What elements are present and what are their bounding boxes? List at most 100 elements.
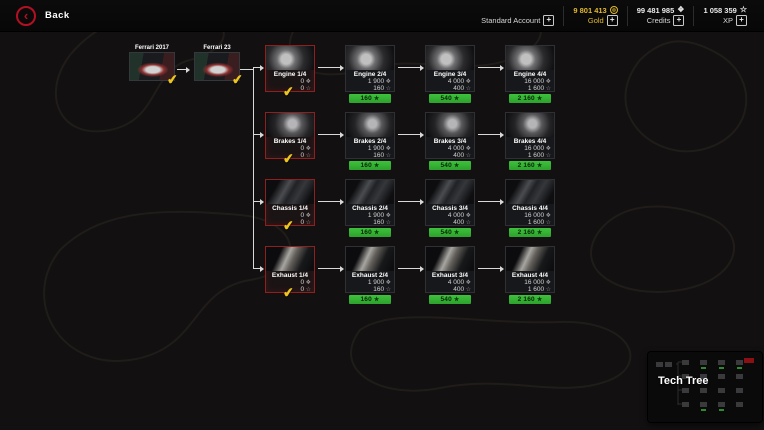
upgrade-cost-badge[interactable]: 160 ★ [349,94,391,103]
star-icon: ☆ [305,286,311,293]
connector-arrow [253,198,264,205]
upgrade-cost-badge[interactable]: 2 160 ★ [509,228,551,237]
upgrade-cost-badge[interactable]: 2 160 ★ [509,94,551,103]
part-thumbnail [346,46,394,70]
upgrade-cost-badge[interactable]: 160 ★ [349,295,391,304]
connector-arrow [398,64,424,71]
upgrade-label: Engine 4/4 [513,71,547,78]
connector-arrow [478,265,504,272]
credits-cost-value: 4 000 [447,145,465,152]
back-chevron-icon: ‹ [16,5,36,26]
credits-cost: 16 000❖ [506,78,554,85]
credits-icon: ❖ [305,145,311,152]
xp-cost: 1 600☆ [506,219,554,226]
xp-cost-value: 0 [300,152,305,159]
part-thumbnail [426,247,474,271]
credits-cost-value: 1 900 [367,212,385,219]
credits-cost: 0❖ [266,78,314,85]
connector-arrow [398,265,424,272]
back-label: Back [45,10,70,21]
account-label: Standard Account [481,15,541,25]
upgrade-cost-badge[interactable]: 2 160 ★ [509,295,551,304]
credits-cost-value: 4 000 [447,212,465,219]
part-thumbnail [506,113,554,137]
connector-arrow [318,64,344,71]
badge-value: 160 [360,95,374,102]
part-thumbnail [426,46,474,70]
credits-cost-value: 16 000 [524,279,545,286]
badge-value: 540 [440,229,454,236]
upgrade-cost-badge[interactable]: 160 ★ [349,228,391,237]
star-icon: ★ [373,163,380,169]
back-button[interactable]: ‹ Back [16,5,70,26]
upgrade-cost-badge[interactable]: 540 ★ [429,228,471,237]
upgrade-cost-badge[interactable]: 160 ★ [349,161,391,170]
xp-cost: 0☆ [266,85,314,92]
xp-cost-value: 1 600 [527,286,545,293]
top-bar: ‹ Back Standard Account + 9 801 413 Gold… [0,0,764,32]
star-icon: ☆ [465,152,471,159]
credits-icon: ❖ [305,78,311,85]
xp-plus-button[interactable]: + [736,14,747,26]
gold-value: 9 801 413 [573,5,607,15]
xp-cost-value: 400 [453,219,465,226]
upgrade-cost-badge[interactable]: 540 ★ [429,295,471,304]
completed-check-icon: ✔ [231,71,244,88]
credits-label: Credits [646,15,671,25]
completed-check-icon: ✔ [282,284,295,301]
badge-value: 540 [440,95,454,102]
credits-cost: 0❖ [266,145,314,152]
xp-cost: 400☆ [426,152,474,159]
star-icon: ★ [453,163,460,169]
upgrade-cost-badge[interactable]: 2 160 ★ [509,161,551,170]
connector-line [240,69,253,70]
gold-label: Gold [587,15,604,25]
xp-cost: 1 600☆ [506,286,554,293]
upgrade-cost-badge[interactable]: 540 ★ [429,94,471,103]
badge-value: 540 [440,296,454,303]
upgrade-cost-badge[interactable]: 540 ★ [429,161,471,170]
upgrade-label: Chassis 2/4 [352,205,388,212]
completed-check-icon: ✔ [282,83,295,100]
upgrade-label: Brakes 4/4 [513,138,547,145]
credits-cost: 1 900❖ [346,212,394,219]
credits-plus-button[interactable]: + [673,14,685,26]
credits-icon: ❖ [545,78,551,85]
credits-cost-value: 0 [300,212,305,219]
part-thumbnail [266,180,314,204]
badge-value: 2 160 [517,296,537,303]
gold-coin-icon [609,6,618,14]
credits-icon: ❖ [385,78,391,85]
account-plus-button[interactable]: + [543,14,555,26]
star-icon: ☆ [305,219,311,226]
parent-node[interactable]: Ferrari 2017✔ [129,45,179,88]
badge-value: 540 [440,162,454,169]
parent-thumbnail [129,52,175,81]
xp-cost-value: 1 600 [527,219,545,226]
xp-cost: 400☆ [426,286,474,293]
credits-cost: 1 900❖ [346,145,394,152]
part-thumbnail [266,113,314,137]
credits-cost: 0❖ [266,279,314,286]
xp-cost: 1 600☆ [506,85,554,92]
credits-icon: ❖ [465,279,471,286]
gold-plus-button[interactable]: + [606,14,618,26]
parent-node[interactable]: Ferrari 23✔ [194,45,244,88]
connector-arrow [478,64,504,71]
